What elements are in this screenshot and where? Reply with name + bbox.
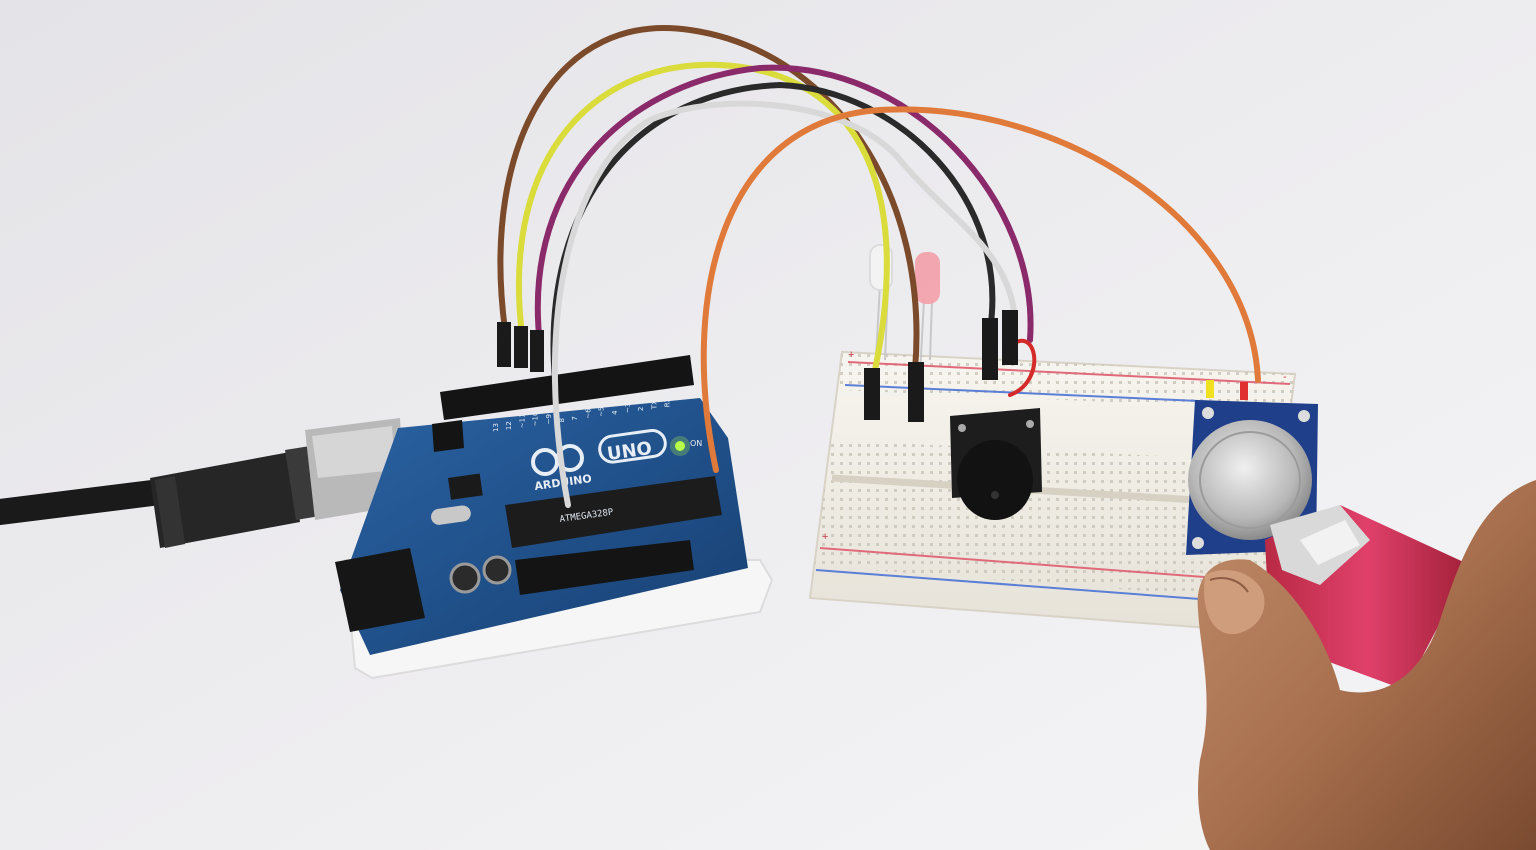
wire-orange	[700, 106, 1261, 473]
pin-label: 7	[571, 416, 579, 420]
pin-label: TX 1	[650, 393, 658, 410]
pin-label: 8	[558, 418, 566, 422]
rail-plus-label: +	[848, 349, 854, 361]
icsp-header	[432, 420, 464, 452]
pin-label: 13	[492, 423, 500, 432]
capacitor	[482, 555, 512, 585]
pin-label: ~9	[545, 414, 553, 424]
on-led-label: ON	[690, 439, 702, 448]
buzzer	[957, 440, 1033, 520]
pin-label: ~10	[532, 412, 540, 427]
power-header	[515, 540, 694, 595]
pin-label: 12	[505, 421, 513, 430]
wire-yellow	[515, 61, 890, 373]
pin-label: ~11	[518, 413, 526, 428]
on-led	[675, 441, 685, 451]
atmega-chip	[505, 476, 722, 548]
pin-label: 2	[637, 407, 645, 411]
pin-label: RX 0	[664, 391, 672, 407]
pin-label: ~3	[624, 403, 632, 413]
wire-brown	[497, 25, 920, 373]
gas-sensor-module	[1186, 400, 1318, 555]
buzzer-module	[950, 408, 1042, 520]
dc-jack	[335, 548, 425, 632]
wire-white	[551, 100, 1018, 508]
digital-header	[440, 355, 694, 420]
pin-labels: 13 12 ~11 ~10 ~9 8 7 ~6 ~5 4 ~3 2 TX 1 RX 0	[492, 391, 672, 432]
rail-plus-label: +	[822, 531, 828, 543]
rail-stripe-blue	[815, 569, 1267, 605]
rail-stripe-red	[819, 547, 1271, 583]
usb-cable	[0, 418, 405, 548]
usb-chip	[448, 473, 483, 500]
pin-label: 4	[611, 410, 619, 415]
pin-label: ~5	[598, 406, 606, 416]
crystal	[431, 505, 471, 525]
hand	[1197, 480, 1536, 850]
pin-label: ~6	[584, 408, 592, 419]
jumper-pins	[497, 310, 1248, 422]
breadboard: + - +	[808, 349, 1297, 634]
wire-purple	[534, 64, 1034, 348]
capacitor	[449, 562, 481, 594]
sensor-mesh-cap	[1188, 420, 1312, 540]
rail-minus-label: -	[1283, 371, 1287, 383]
